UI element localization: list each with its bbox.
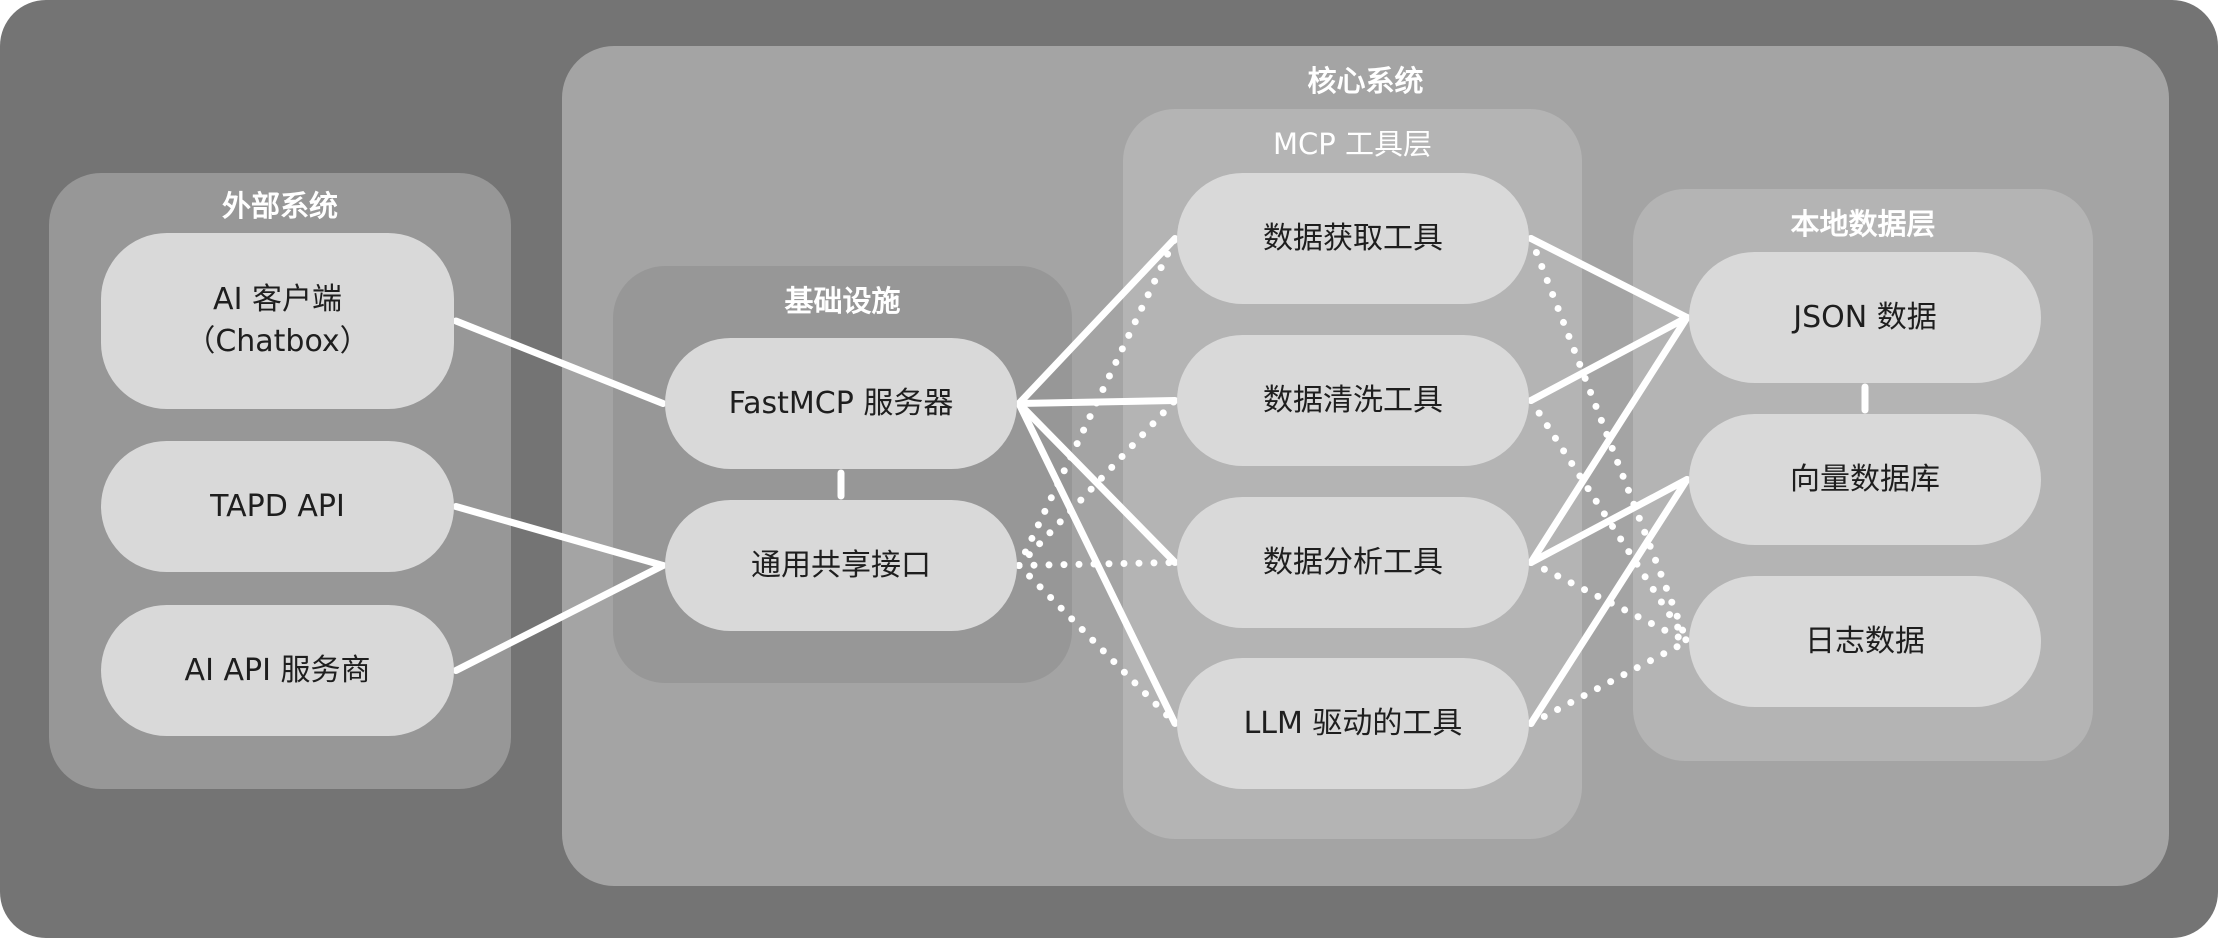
edge-ai-client-to-fastmcp-server <box>452 317 667 407</box>
node-fastmcp-server[interactable]: FastMCP 服务器 <box>665 338 1017 469</box>
edge-data-analysis-tool-to-json-data <box>1527 314 1691 566</box>
node-llm-driven-tool[interactable]: LLM 驱动的工具 <box>1177 658 1529 789</box>
node-shared-interface[interactable]: 通用共享接口 <box>665 500 1017 631</box>
node-log-data[interactable]: 日志数据 <box>1689 576 2041 707</box>
node-data-clean-tool[interactable]: 数据清洗工具 <box>1177 335 1529 466</box>
group-title-external-system: 外部系统 <box>221 189 338 223</box>
edge-ai-api-provider-to-shared-interface <box>452 562 667 674</box>
edge-data-clean-tool-to-json-data <box>1527 314 1691 404</box>
group-title-infrastructure: 基础设施 <box>784 284 901 318</box>
group-title-mcp-tool-layer: MCP 工具层 <box>1273 127 1432 161</box>
edge-fastmcp-server-to-data-fetch-tool <box>1015 235 1179 407</box>
node-vector-database[interactable]: 向量数据库 <box>1689 414 2041 545</box>
edge-tapd-api-to-shared-interface <box>452 503 667 569</box>
group-title-local-data-layer: 本地数据层 <box>1790 207 1936 241</box>
node-data-analysis-tool[interactable]: 数据分析工具 <box>1177 497 1529 628</box>
group-title-core-system: 核心系统 <box>1307 64 1424 98</box>
edge-data-fetch-tool-to-json-data <box>1527 235 1691 321</box>
edge-data-clean-tool-to-log-data <box>1527 397 1691 645</box>
node-ai-api-provider[interactable]: AI API 服务商 <box>101 605 454 736</box>
edge-fastmcp-server-to-data-analysis-tool <box>1015 400 1179 566</box>
edge-data-analysis-tool-to-vector-db <box>1527 476 1691 566</box>
edge-shared-interface-to-llm-tool <box>1015 562 1179 727</box>
node-ai-client[interactable]: AI 客户端 （Chatbox） <box>101 233 454 409</box>
edge-shared-interface-to-data-fetch-tool <box>1015 235 1179 569</box>
edge-data-fetch-tool-to-log-data <box>1527 235 1691 645</box>
node-data-fetch-tool[interactable]: 数据获取工具 <box>1177 173 1529 304</box>
node-tapd-api[interactable]: TAPD API <box>101 441 454 572</box>
edge-llm-tool-to-log-data <box>1527 638 1691 727</box>
edge-data-analysis-tool-to-log-data <box>1527 559 1691 645</box>
edge-shared-interface-to-data-analysis-tool <box>1015 559 1179 569</box>
node-json-data[interactable]: JSON 数据 <box>1689 252 2041 383</box>
